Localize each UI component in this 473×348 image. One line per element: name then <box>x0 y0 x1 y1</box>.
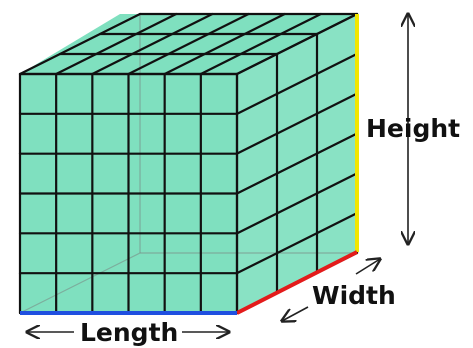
side-grid-depth-line <box>235 92 359 155</box>
width-label: Width <box>312 281 396 310</box>
height-label: Height <box>366 114 460 143</box>
top-grid-depth-line <box>199 12 322 76</box>
hidden-edge-line <box>19 252 141 314</box>
top-grid-depth-line <box>91 12 214 76</box>
width-edge <box>236 250 358 315</box>
top-grid-depth-line <box>55 12 178 76</box>
width-arrow-lower-icon <box>282 306 309 321</box>
side-grid-depth-line <box>235 132 359 195</box>
side-grid-depth-line <box>235 172 359 235</box>
length-label: Length <box>80 318 178 347</box>
top-grid-depth-line <box>18 12 142 76</box>
width-arrow-upper-icon <box>355 259 380 275</box>
top-grid-depth-line <box>235 12 359 76</box>
top-grid-depth-line <box>163 12 286 76</box>
side-grid-depth-line <box>235 212 359 275</box>
side-grid-depth-line <box>235 52 359 115</box>
top-grid-depth-line <box>127 12 250 76</box>
